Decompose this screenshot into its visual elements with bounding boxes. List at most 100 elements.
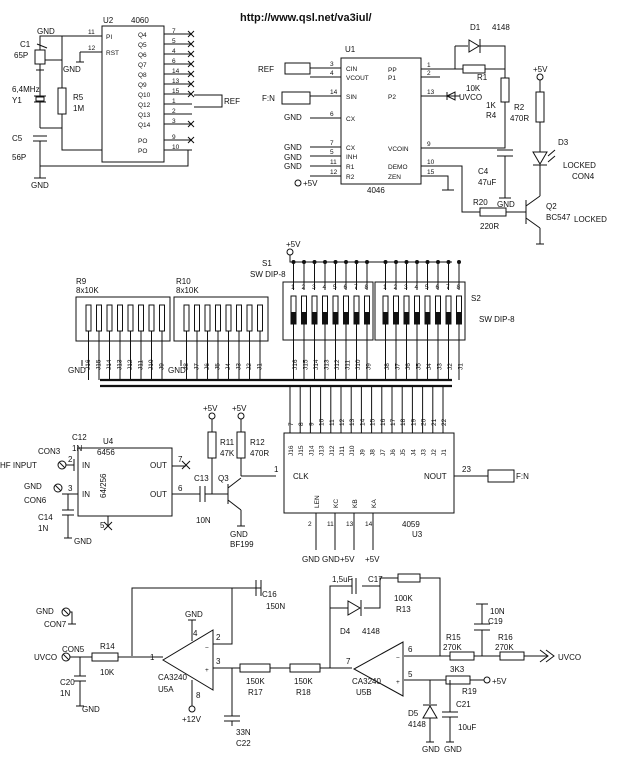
u2-pin-number: 2 [172, 108, 176, 115]
u5a-pin: 8 [196, 691, 201, 700]
r11-ref: R11 [220, 438, 235, 447]
c19-ref: C19 [488, 617, 503, 626]
dip-switch-block: R9 8x10K R10 8x10K +5V S1 SW DIP-8 S2 SW… [68, 240, 515, 388]
c4-value: 47uF [478, 178, 496, 187]
u2-pin-number: 5 [172, 38, 176, 45]
u3-input-label: J11 [339, 446, 346, 456]
u3-input-label: J15 [298, 445, 305, 456]
u3-fn-label: F:N [516, 472, 529, 481]
u3-pin-number: 18 [400, 418, 407, 426]
c12-value: 1N [72, 444, 82, 453]
u3-input-label: J7 [380, 449, 387, 456]
switch-actuator [383, 312, 388, 324]
u1-pll-block: U1 4046 CIN3VCOUT4SIN14CX6CX7INH5R111R21… [258, 23, 607, 245]
bus-label: J9 [366, 363, 373, 370]
switch-actuator [456, 312, 462, 324]
gnd-label: GND [444, 745, 462, 754]
u1-pin-name: VCOUT [346, 75, 369, 82]
u5b-pin: 6 [408, 645, 413, 654]
bus-label: J11 [345, 360, 352, 370]
con5-label: CON5 [62, 645, 85, 654]
u3-control-pin: 13 [346, 521, 354, 528]
u2-pin-number: 13 [172, 78, 180, 85]
u1-pin-number: 6 [330, 111, 334, 118]
bus-label: J10 [355, 359, 362, 370]
bus-label: J10 [148, 359, 155, 370]
u2-ref: U2 [103, 16, 114, 25]
u1-pin-name: P2 [388, 94, 396, 101]
u3-input-label: J16 [288, 445, 295, 456]
u2-pin-name: Q4 [138, 32, 147, 39]
switch-actuator [393, 312, 399, 324]
bus-label: J8 [183, 363, 190, 370]
u2-ref-label: REF [224, 97, 240, 106]
switch-actuator [343, 312, 349, 324]
loop-filter-block: C16 150N GND CON7 CON5 UVCO R14 10K C20 … [34, 573, 581, 754]
q3-value: BF199 [230, 540, 254, 549]
u5b-pin: 7 [346, 657, 351, 666]
r4-ref: R4 [486, 111, 497, 120]
d5-value: 4148 [408, 720, 426, 729]
plus5-label: +5V [492, 677, 507, 686]
r19-ref: R19 [462, 687, 477, 696]
gnd-label: GND [82, 705, 100, 714]
switch-number: 2 [394, 284, 398, 291]
switch-number: 6 [344, 284, 348, 291]
u4-out1: OUT [150, 461, 167, 470]
switch-actuator [354, 312, 359, 324]
u3-clk-label: CLK [293, 472, 309, 481]
u3-pin-number: 7 [288, 422, 295, 426]
u1-ref-input: REF [258, 65, 274, 74]
r18-value: 150K [294, 677, 313, 686]
c19-value: 10N [490, 607, 505, 616]
u1-pin-number: 5 [330, 149, 334, 156]
r1-ref: R1 [477, 73, 488, 82]
u3-input-label: J1 [441, 449, 448, 456]
r18-ref: R18 [296, 688, 311, 697]
r19-value: 3K3 [450, 665, 465, 674]
gnd-label: GND [68, 366, 86, 375]
plus12-label: +12V [182, 715, 202, 724]
bus-label: J11 [138, 360, 145, 370]
resistor-element [204, 304, 211, 332]
u3-pin-number: 13 [349, 418, 356, 426]
c13-value: 10N [196, 516, 211, 525]
u1-pin-name: CIN [346, 66, 358, 73]
s2-value: SW DIP-8 [479, 315, 515, 324]
u2-pin-name: Q14 [138, 122, 151, 129]
xtal-frequency: 6,4MHz [12, 85, 40, 94]
u2-pin-number: 3 [172, 118, 176, 125]
switch-number: 3 [404, 284, 408, 291]
bus-label: J16 [85, 359, 92, 370]
bus-label: J12 [127, 359, 134, 370]
u2-pin-number: 11 [88, 29, 95, 36]
u3-pin-number: 10 [319, 418, 326, 426]
u1-pin-number: 7 [330, 140, 334, 147]
u3-pin-number: 8 [298, 422, 305, 426]
prescaler-block: U4 6456 64/256 IN IN OUT OUT 2 3 7 6 5 H… [0, 404, 276, 549]
u5a-minus: − [205, 645, 209, 652]
switch-actuator [364, 312, 370, 324]
u5a-pin: 3 [216, 657, 221, 666]
gnd-label: GND [284, 113, 302, 122]
u5a-part: CA3240 [158, 673, 187, 682]
u3-input-label: J4 [410, 449, 417, 456]
u3-control-label: KA [371, 499, 378, 508]
switch-actuator [425, 312, 430, 324]
plus5-label: +5V [203, 404, 218, 413]
u1-pin-name: INH [346, 154, 358, 161]
switch-number: 5 [333, 284, 337, 291]
r16-ref: R16 [498, 633, 513, 642]
u3-divider-block: 7J168J159J1410J1311J1212J1113J1014J915J8… [274, 386, 529, 564]
u1-pin-number: 10 [427, 159, 435, 166]
resistor-element [106, 304, 113, 332]
u1-pin-name: CX [346, 145, 356, 152]
gnd-label: GND [63, 65, 81, 74]
no-connect-mark [187, 80, 195, 88]
u1-pin-name: P1 [388, 75, 396, 82]
u1-pin-name: DEMO [388, 164, 408, 171]
u1-fn-input: F:N [262, 94, 275, 103]
d1-value: 4148 [492, 23, 510, 32]
s1-value: SW DIP-8 [250, 270, 286, 279]
u2-part: 4060 [131, 16, 149, 25]
